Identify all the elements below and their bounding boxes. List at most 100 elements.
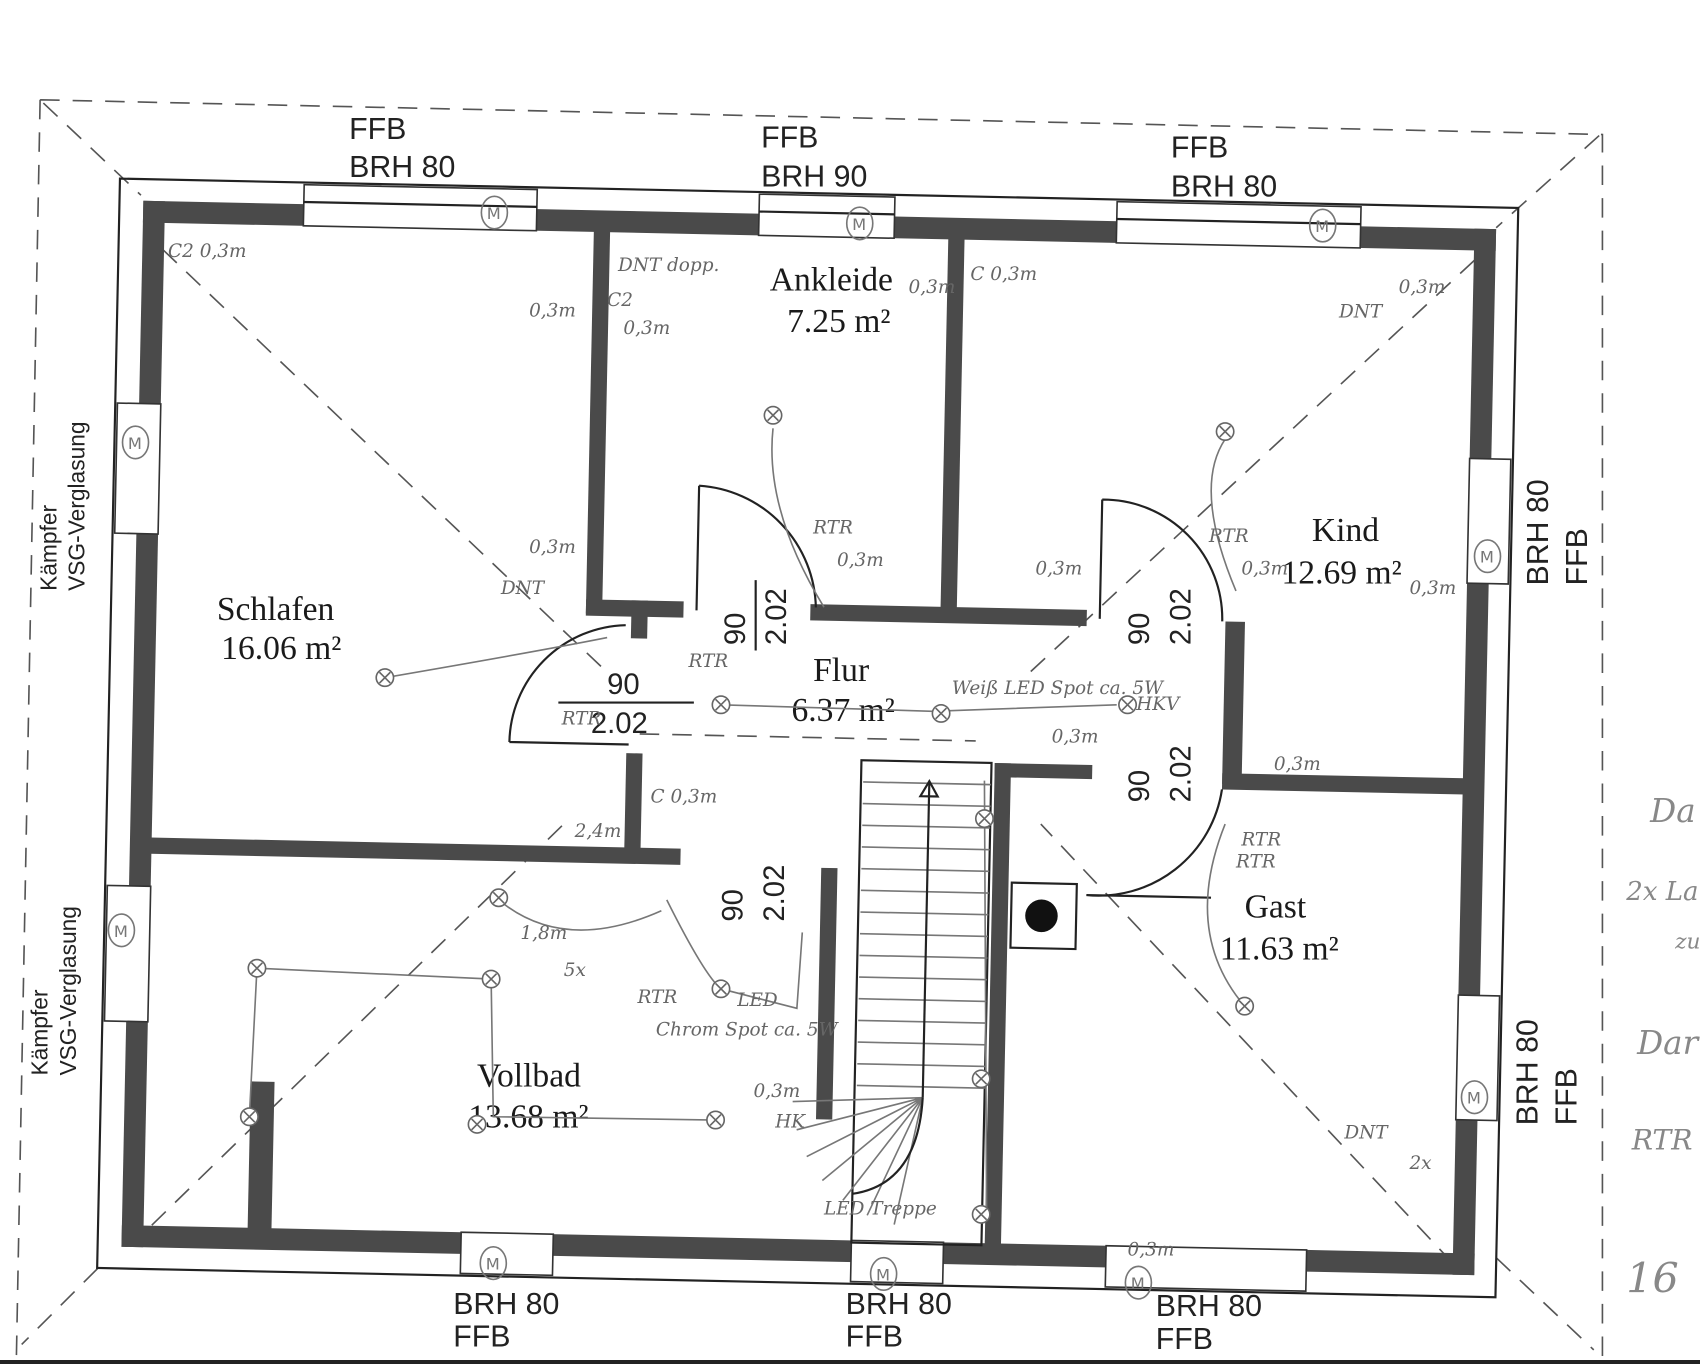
note: 0,3m (1399, 277, 1446, 298)
room-area: 12.69 m² (1282, 554, 1402, 591)
motor-icon: M (1124, 1265, 1153, 1300)
pencil-wiring (248, 428, 1246, 1215)
note: Chrom Spot ca. 5W (656, 1019, 840, 1040)
window-label-ffb: FFB (761, 121, 818, 154)
note: RTR (1235, 851, 1276, 872)
window-note-line2: VSG-Verglasung (64, 421, 90, 590)
note: RTR (637, 987, 678, 1008)
window-label-ffb: FFB (1156, 1323, 1213, 1356)
room-name: Vollbad (477, 1057, 581, 1094)
window-note-line1: Kämpfer (27, 989, 53, 1075)
light-symbol-icon (974, 809, 994, 829)
door-width: 90 (1124, 770, 1156, 803)
note: DNT dopp. (617, 255, 719, 276)
note: 0,3m (623, 318, 670, 339)
svg-text:M: M (1131, 1274, 1145, 1293)
motor-icon: M (869, 1256, 898, 1292)
window-label-brh: BRH 80 (1156, 1290, 1262, 1323)
room-area: 11.63 m² (1220, 931, 1339, 968)
window-top-1 (302, 183, 539, 232)
room-name: Gast (1245, 888, 1307, 925)
note: Weiß LED Spot ca. 5W (952, 678, 1165, 699)
room-name: Kind (1312, 512, 1379, 549)
note: RTR (1208, 526, 1249, 547)
svg-text:M: M (1480, 548, 1494, 567)
note: C 0,3m (970, 264, 1037, 285)
motor-icon: M (479, 1246, 508, 1281)
room-area: 16.06 m² (221, 630, 341, 667)
room-area: 6.37 m² (791, 692, 894, 729)
window-label-ffb: FFB (349, 113, 406, 146)
window-label-brh: BRH 80 (1511, 1019, 1544, 1125)
window-label-ffb: FFB (1171, 131, 1228, 164)
svg-text:M: M (852, 215, 866, 234)
handwritten-notes: C2 0,3m DNT dopp. C2 0,3m 0,3m C 0,3m 0,… (168, 241, 1456, 1261)
window-right-2 (1454, 994, 1501, 1122)
note: 0,3m (754, 1081, 801, 1102)
room-name: Flur (813, 652, 869, 689)
svg-text:M: M (876, 1265, 890, 1284)
window-top-3 (1115, 200, 1362, 249)
window-label-ffb: FFB (453, 1321, 510, 1354)
note: RTR (561, 708, 602, 729)
note: DNT (500, 578, 546, 599)
door-height: 2.02 (761, 588, 793, 645)
room-kind: Kind 12.69 m² (1282, 512, 1402, 591)
ceiling-lights (239, 405, 1255, 1224)
note: 0,3m (837, 550, 884, 571)
note: LED Treppe (823, 1198, 937, 1219)
svg-text:M: M (1467, 1089, 1481, 1108)
door-width: 90 (718, 889, 750, 922)
window-bottom-2 (849, 1239, 945, 1285)
window-label-brh: BRH 80 (453, 1288, 559, 1321)
motor-icon: M (480, 195, 509, 230)
note: 0,3m (1274, 754, 1321, 775)
note: 1,8m (520, 923, 567, 944)
light-symbol-icon (481, 969, 501, 989)
margin-note: Da (1649, 792, 1695, 830)
svg-text:M: M (1315, 217, 1329, 236)
light-symbol-icon (763, 405, 783, 425)
door-height: 2.02 (1165, 745, 1197, 802)
light-symbol-icon (375, 668, 395, 688)
light-symbol-icon (711, 695, 731, 715)
note: 0,3m (1409, 578, 1456, 599)
room-name: Schlafen (217, 591, 335, 628)
note: 0,3m (529, 301, 576, 322)
margin-note: Dar (1636, 1024, 1700, 1062)
light-symbol-icon (467, 1114, 487, 1134)
note: 2,4m (574, 821, 622, 842)
window-note-line2: VSG-Verglasung (55, 906, 81, 1075)
window-label-brh: BRH 90 (761, 161, 867, 194)
note: 0,3m (1128, 1240, 1175, 1261)
note: 0,3m (1052, 727, 1099, 748)
window-label-brh: BRH 80 (846, 1288, 952, 1321)
svg-text:M: M (486, 1255, 500, 1274)
motor-icon: M (1473, 539, 1502, 574)
door-height: 2.02 (1165, 588, 1197, 645)
margin-note: 16 (1626, 1254, 1678, 1302)
building (96, 177, 1520, 1299)
note: C2 0,3m (168, 241, 246, 262)
light-symbol-icon (971, 1069, 991, 1089)
window-label-ffb: FFB (1550, 1068, 1583, 1125)
svg-text:M: M (128, 434, 142, 453)
window-label-brh: BRH 80 (349, 151, 455, 184)
motor-icon: M (1308, 208, 1337, 243)
svg-text:M: M (114, 922, 128, 941)
note: DNT (1343, 1122, 1389, 1143)
room-name: Ankleide (770, 262, 893, 299)
note: 0,3m (1035, 559, 1082, 580)
window-label-ffb: FFB (846, 1321, 903, 1354)
door-width: 90 (720, 613, 752, 646)
window-motors: M M M M M M M M M M (107, 195, 1502, 1300)
door-swings (508, 484, 1224, 899)
door-height: 2.02 (591, 708, 648, 740)
